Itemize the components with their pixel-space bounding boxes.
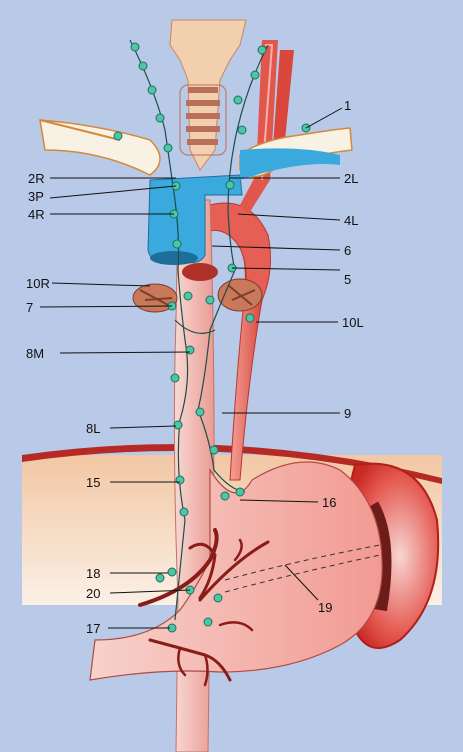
label-10R: 10R bbox=[26, 276, 50, 291]
trachea bbox=[169, 19, 247, 171]
lymph-nodes bbox=[113, 42, 311, 633]
label-2L: 2L bbox=[344, 171, 358, 186]
label-9: 9 bbox=[344, 406, 351, 421]
gastric-arteries bbox=[138, 528, 270, 687]
bronchi bbox=[132, 263, 263, 313]
label-20: 20 bbox=[86, 586, 100, 601]
label-10L: 10L bbox=[342, 315, 364, 330]
label-17: 17 bbox=[86, 621, 100, 636]
stomach bbox=[89, 461, 383, 681]
label-8L: 8L bbox=[86, 421, 100, 436]
label-4L: 4L bbox=[344, 213, 358, 228]
brachiocephalic-vein bbox=[147, 148, 340, 265]
leader-lines bbox=[39, 107, 343, 629]
descending-aorta bbox=[204, 202, 271, 481]
label-19: 19 bbox=[318, 600, 332, 615]
label-15: 15 bbox=[86, 475, 100, 490]
label-1: 1 bbox=[344, 98, 351, 113]
label-16: 16 bbox=[322, 495, 336, 510]
label-3P: 3P bbox=[28, 189, 44, 204]
label-2R: 2R bbox=[28, 171, 45, 186]
label-7: 7 bbox=[26, 300, 33, 315]
label-6: 6 bbox=[344, 243, 351, 258]
label-5: 5 bbox=[344, 272, 351, 287]
labels: 1 2R 2L 3P 4R 4L 6 5 10R 7 10L 8M 9 8L 1… bbox=[26, 98, 364, 636]
label-18: 18 bbox=[86, 566, 100, 581]
label-4R: 4R bbox=[28, 207, 45, 222]
label-8M: 8M bbox=[26, 346, 44, 361]
carotid-arteries bbox=[240, 40, 294, 215]
lymphatic-chains bbox=[129, 39, 269, 621]
